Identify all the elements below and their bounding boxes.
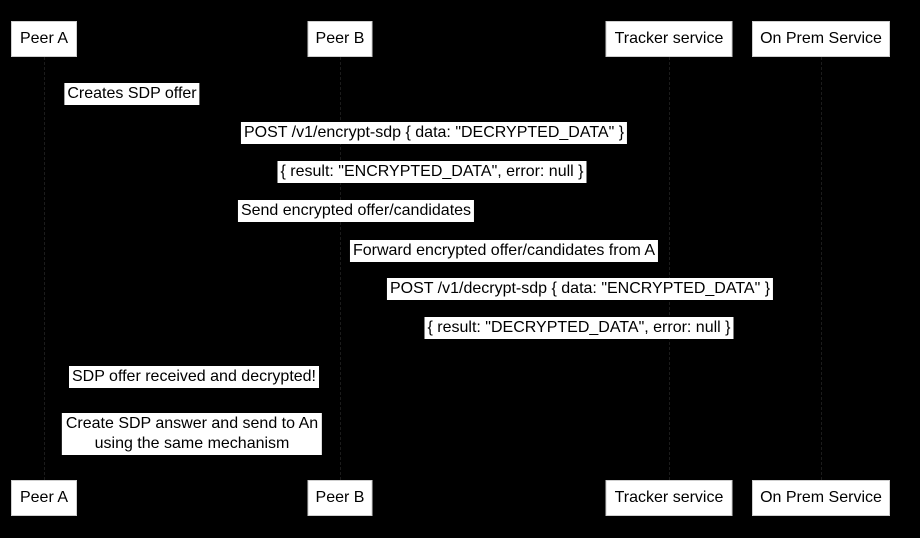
actor-peer-b-bottom: Peer B: [307, 480, 373, 516]
actor-on-prem-service-top: On Prem Service: [752, 21, 890, 57]
note-line-1: Create SDP answer and send to An: [65, 415, 319, 432]
lifeline-on-prem-service: [821, 57, 822, 480]
note-line-2: using the same mechanism: [94, 435, 290, 452]
message-encrypt-result: { result: "ENCRYPTED_DATA", error: null …: [277, 161, 587, 183]
actor-label: Tracker service: [614, 489, 724, 506]
actor-label: Peer A: [19, 30, 69, 47]
actor-label: On Prem Service: [760, 489, 882, 506]
actor-peer-b-top: Peer B: [307, 21, 373, 57]
actor-tracker-service-bottom: Tracker service: [605, 480, 733, 516]
actor-label: Peer B: [315, 30, 365, 47]
actor-label: Tracker service: [614, 30, 724, 47]
lifeline-tracker-service: [669, 57, 670, 480]
message-sdp-offer-received: SDP offer received and decrypted!: [69, 366, 319, 388]
actor-label: Peer A: [19, 489, 69, 506]
actor-peer-a-bottom: Peer A: [11, 480, 77, 516]
actor-tracker-service-top: Tracker service: [605, 21, 733, 57]
actor-peer-a-top: Peer A: [11, 21, 77, 57]
actor-label: On Prem Service: [760, 30, 882, 47]
message-forward-encrypted-offer: Forward encrypted offer/candidates from …: [349, 240, 659, 262]
message-send-encrypted-offer: Send encrypted offer/candidates: [237, 200, 475, 222]
message-decrypt-result: { result: "DECRYPTED_DATA", error: null …: [424, 317, 734, 339]
actor-on-prem-service-bottom: On Prem Service: [752, 480, 890, 516]
lifeline-peer-b: [340, 57, 341, 480]
message-post-encrypt-sdp: POST /v1/encrypt-sdp { data: "DECRYPTED_…: [240, 122, 628, 144]
actor-label: Peer B: [315, 489, 365, 506]
message-creates-sdp-offer: Creates SDP offer: [64, 83, 200, 105]
message-post-decrypt-sdp: POST /v1/decrypt-sdp { data: "ENCRYPTED_…: [386, 278, 774, 300]
lifeline-peer-a: [44, 57, 45, 480]
note-create-sdp-answer: Create SDP answer and send to An using t…: [61, 413, 323, 455]
